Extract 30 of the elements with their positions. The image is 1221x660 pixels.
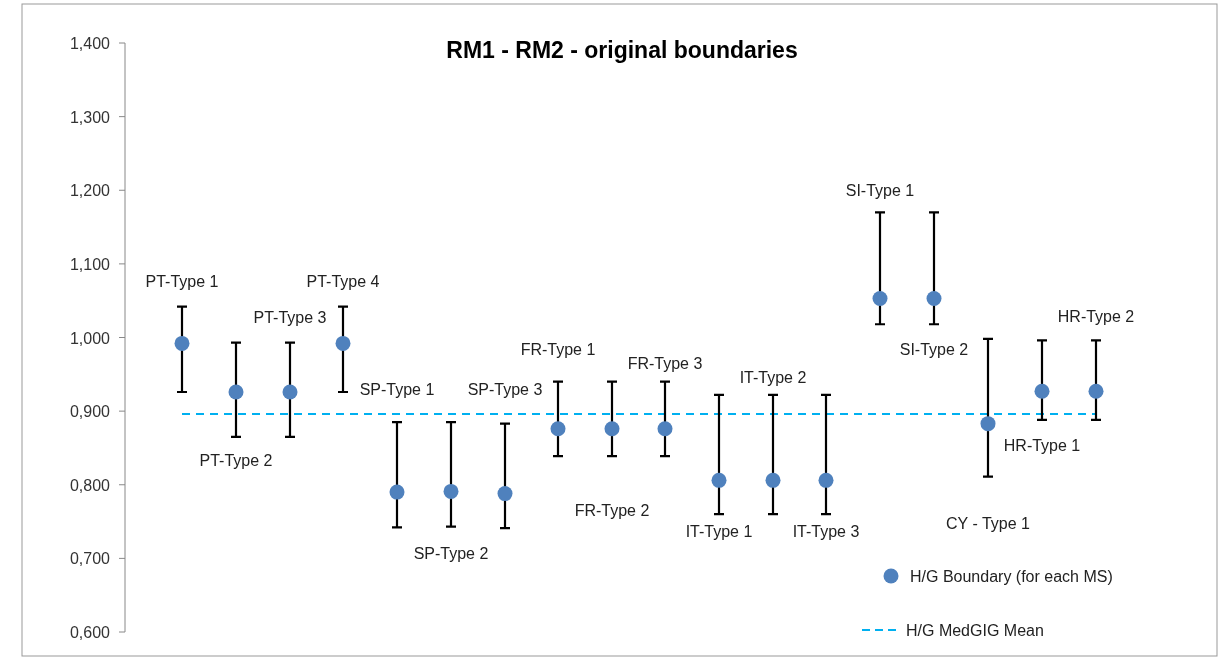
axis-tick-label: 0,800 xyxy=(69,476,110,494)
data-label: PT-Type 3 xyxy=(253,309,327,326)
legend-text: H/G MedGIG Mean xyxy=(906,622,1044,639)
data-label: SP-Type 2 xyxy=(413,545,489,562)
axis-tick-label: 0,900 xyxy=(69,403,110,421)
data-label: SI-Type 1 xyxy=(845,182,915,199)
data-label: SP-Type 1 xyxy=(359,381,435,398)
axis-tick-label: 1,000 xyxy=(69,329,110,347)
data-label: PT-Type 1 xyxy=(145,273,219,290)
data-label: IT-Type 3 xyxy=(792,523,860,540)
legend-text: H/G Boundary (for each MS) xyxy=(910,568,1113,585)
data-label: PT-Type 4 xyxy=(306,273,380,290)
axis-tick-label: 1,200 xyxy=(69,182,110,200)
data-label: SP-Type 3 xyxy=(467,381,543,398)
data-label: FR-Type 1 xyxy=(520,341,596,358)
data-label: FR-Type 2 xyxy=(574,502,650,519)
axis-tick-label: 1,100 xyxy=(69,255,110,273)
data-label: SI-Type 2 xyxy=(899,341,969,358)
axis-tick-label: 1,300 xyxy=(69,108,110,126)
data-label: HR-Type 2 xyxy=(1057,308,1135,325)
axis-tick-label: 1,400 xyxy=(69,35,110,52)
data-label: FR-Type 3 xyxy=(627,355,703,372)
data-label: HR-Type 1 xyxy=(1003,437,1081,454)
data-label: PT-Type 2 xyxy=(199,452,273,469)
data-label: IT-Type 1 xyxy=(685,523,753,540)
chart-title: RM1 - RM2 - original boundaries xyxy=(446,37,798,63)
data-label: CY - Type 1 xyxy=(946,515,1030,532)
axis-tick-label: 0,600 xyxy=(69,624,110,641)
data-label: IT-Type 2 xyxy=(739,369,807,386)
axis-tick-label: 0,700 xyxy=(69,550,110,568)
